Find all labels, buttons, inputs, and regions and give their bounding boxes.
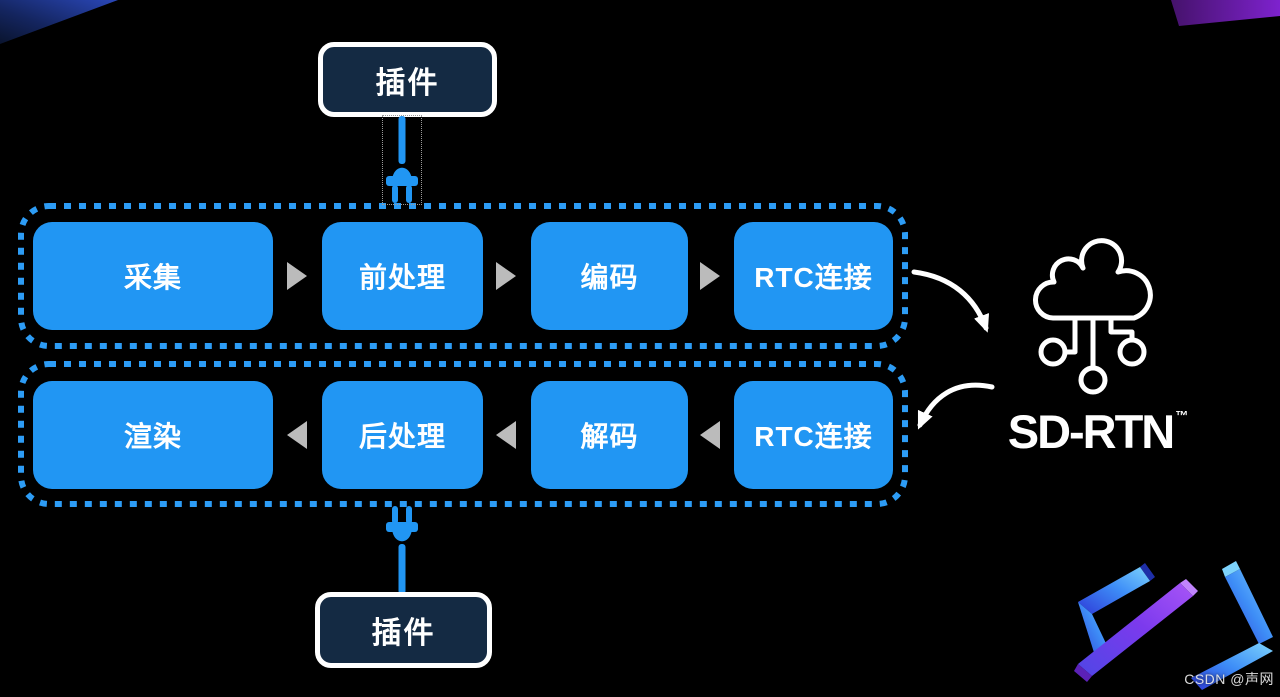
flow-arrow-right-icon [700,262,720,290]
flow-arrow-left-icon [287,421,307,449]
plugin-box-top-label: 插件 [375,66,440,100]
plugin-box-bottom-label: 插件 [371,617,436,650]
step-rtc-connect-send: RTC连接 [734,222,893,330]
step-decode: 解码 [531,381,688,489]
step-render: 渲染 [33,381,273,489]
step-postprocess: 后处理 [322,381,483,489]
step-encode-label: 编码 [580,262,639,293]
step-rtc-connect-send-label: RTC连接 [754,262,873,293]
plugin-box-top: 插件 [318,42,497,117]
arrow-from-sdrtn [917,382,995,430]
flow-arrow-left-icon [700,421,720,449]
flow-arrow-left-icon [496,421,516,449]
step-capture-label: 采集 [123,262,182,293]
corner-wedge-top-right [1171,0,1280,26]
step-rtc-connect-receive-label: RTC连接 [754,421,873,452]
plug-icon [386,506,418,594]
step-rtc-connect-receive: RTC连接 [734,381,893,489]
arrow-to-sdrtn [911,269,990,333]
plug-icon [386,116,418,203]
background-decorations [0,0,1280,44]
receive-pipeline-border [18,361,908,507]
cloud-network-icon [1033,238,1153,395]
trademark-symbol: ™ [1175,408,1189,423]
corner-wedge-top-left [0,0,118,44]
step-encode: 编码 [531,222,688,330]
flow-arrow-right-icon [287,262,307,290]
flow-arrow-right-icon [496,262,516,290]
send-pipeline-border [18,203,908,349]
step-render-label: 渲染 [123,421,182,452]
agora-3d-logo [1074,561,1273,690]
step-capture: 采集 [33,222,273,330]
plug-slot-outline [382,115,422,205]
step-preprocess: 前处理 [322,222,483,330]
sdrtn-text: SD-RTN [1007,405,1176,458]
plugin-box-bottom: 插件 [315,592,492,668]
step-preprocess-label: 前处理 [358,262,446,293]
step-decode-label: 解码 [580,421,639,452]
watermark: CSDN @声网 [1184,671,1274,687]
step-postprocess-label: 后处理 [358,421,446,452]
